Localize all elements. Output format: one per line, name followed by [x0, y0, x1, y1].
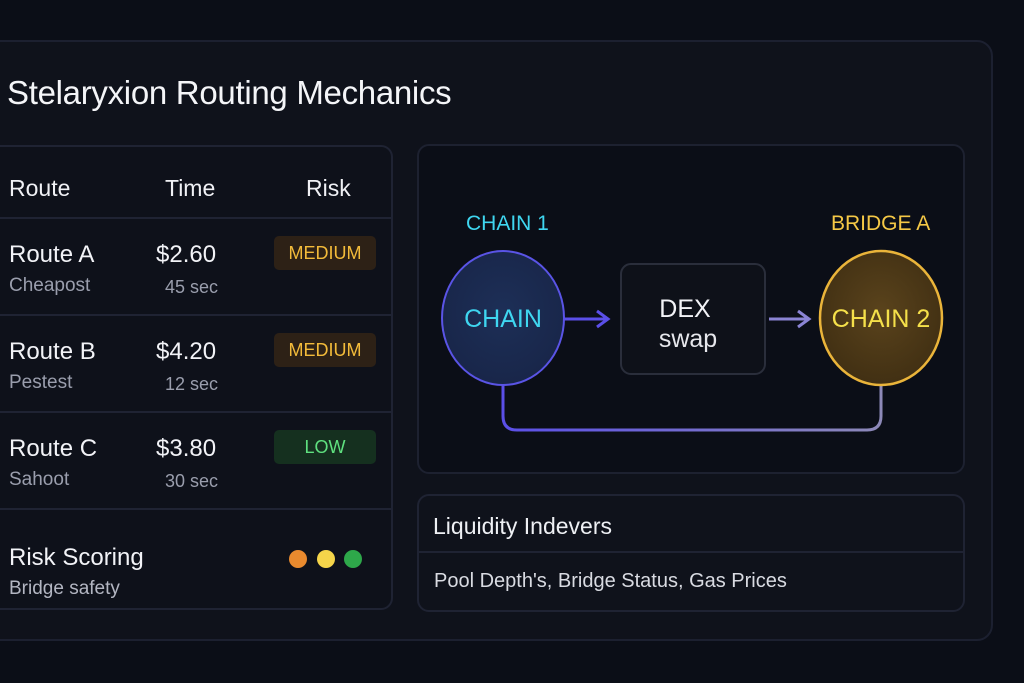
table-row[interactable]: Route A Cheapost $2.60 45 sec MEDIUM: [0, 219, 391, 316]
route-subtitle: Cheapost: [9, 275, 91, 296]
header-risk: Risk: [306, 175, 351, 201]
dex-node-subtitle: swap: [659, 325, 717, 353]
header-route: Route: [9, 175, 71, 201]
risk-badge: MEDIUM: [274, 236, 376, 270]
liquidity-factors: Pool Depth's, Bridge Status, Gas Prices: [434, 570, 787, 592]
route-subtitle: Sahoot: [9, 469, 70, 490]
bridge-label: BRIDGE A: [831, 212, 930, 235]
route-name: Route C: [9, 435, 98, 462]
return-link-line: [501, 384, 883, 432]
source-chain-label: CHAIN 1: [466, 212, 549, 235]
route-time: 45 sec: [165, 277, 219, 297]
liquidity-panel: Liquidity Indevers Pool Depth's, Bridge …: [417, 494, 965, 612]
page-title: Stelaryxion Routing Mechanics: [7, 74, 452, 111]
dex-node-title: DEX: [659, 295, 711, 323]
risk-dot-medium: [317, 550, 335, 568]
risk-badge: MEDIUM: [274, 333, 376, 367]
route-price: $2.60: [156, 241, 217, 268]
routing-diagram-svg: CHAIN 1 BRIDGE A CHAIN DEX swap CHAIN 2: [441, 212, 944, 432]
target-chain-node-label: CHAIN 2: [832, 305, 931, 333]
route-subtitle: Pestest: [9, 372, 73, 393]
target-chain-node[interactable]: [818, 249, 944, 387]
divider: [419, 551, 963, 553]
risk-dot-high: [289, 550, 307, 568]
route-price: $3.80: [156, 435, 217, 462]
risk-scoring-subtitle: Bridge safety: [9, 578, 120, 599]
dex-swap-node[interactable]: [620, 263, 766, 375]
table-row[interactable]: Route B Pestest $4.20 12 sec MEDIUM: [0, 316, 391, 413]
routes-table-header: Route Time Risk: [0, 147, 391, 219]
route-time: 12 sec: [165, 374, 219, 394]
header-time: Time: [165, 175, 216, 201]
arrow-to-chain2-icon: [797, 309, 812, 329]
route-name: Route B: [9, 338, 96, 365]
routes-table: Route Time Risk Route A Cheapost $2.60 4…: [0, 145, 393, 610]
risk-badge: LOW: [274, 430, 376, 464]
arrow-to-dex-icon: [596, 309, 611, 329]
route-time: 30 sec: [165, 471, 219, 491]
risk-scoring-title: Risk Scoring: [9, 544, 144, 571]
route-name: Route A: [9, 241, 95, 268]
routing-diagram: CHAIN 1 BRIDGE A CHAIN DEX swap CHAIN 2: [417, 144, 965, 474]
liquidity-title: Liquidity Indevers: [433, 513, 612, 539]
table-row[interactable]: Route C Sahoot $3.80 30 sec LOW: [0, 413, 391, 510]
source-chain-node-label: CHAIN: [464, 305, 542, 333]
route-price: $4.20: [156, 338, 217, 365]
risk-dot-low: [344, 550, 362, 568]
